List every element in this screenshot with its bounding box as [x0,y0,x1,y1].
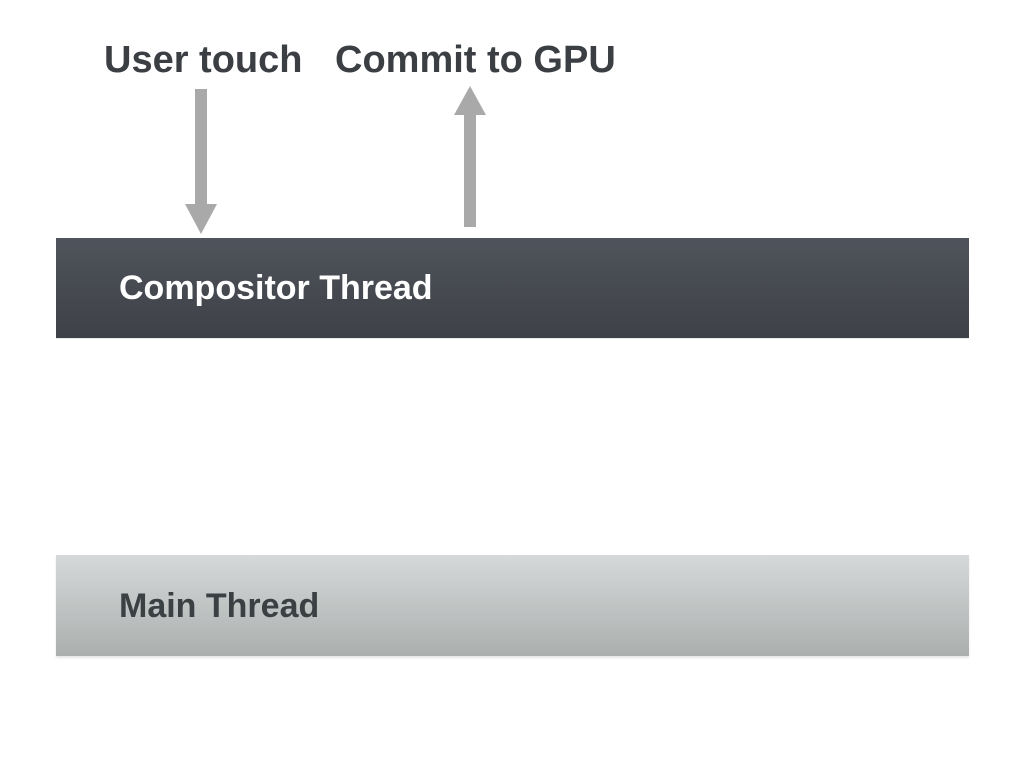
arrow-down-icon [184,89,218,234]
arrow-up-icon [453,86,487,227]
compositor-thread-label: Compositor Thread [119,269,433,307]
compositor-thread-bar: Compositor Thread [56,238,969,338]
commit-to-gpu-label: Commit to GPU [335,39,616,81]
main-thread-bar: Main Thread [56,555,969,656]
user-touch-label: User touch [104,39,303,81]
main-thread-label: Main Thread [119,586,320,625]
